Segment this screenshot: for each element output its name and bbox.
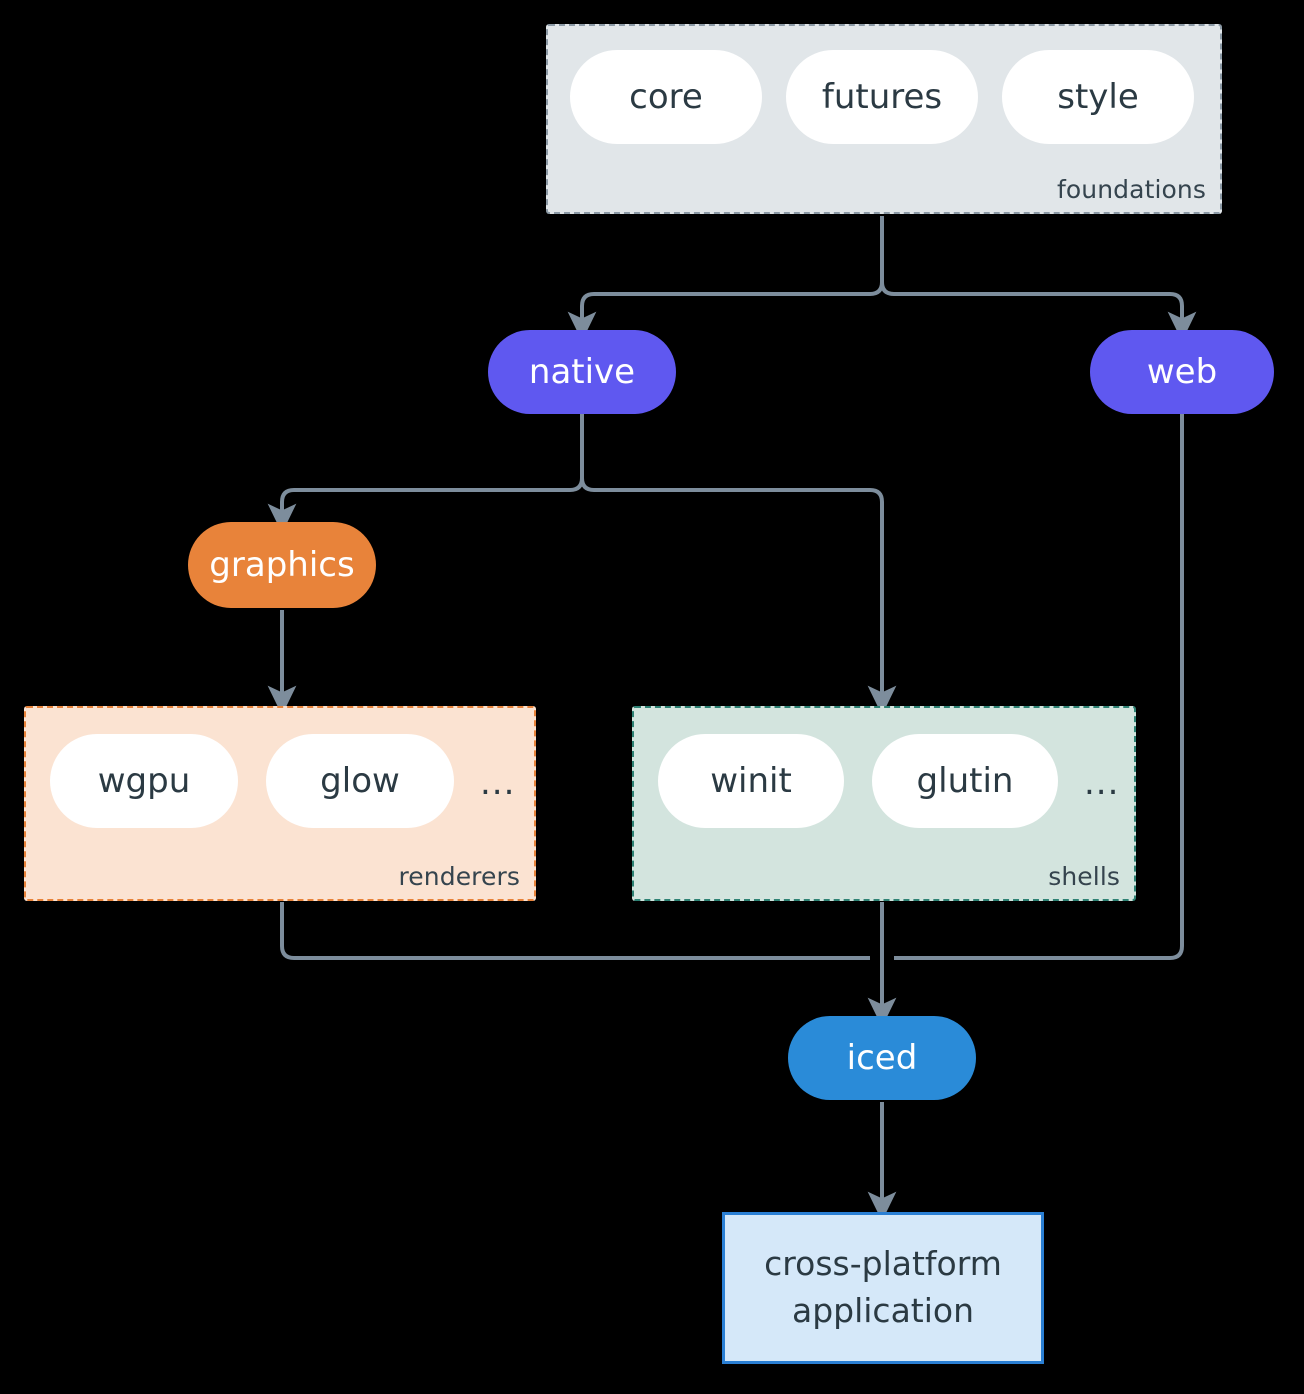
edge-foundations-native: [567, 281, 884, 342]
node-iced[interactable]: iced: [788, 1016, 976, 1100]
edge-native-shells: [580, 477, 897, 716]
node-cross-platform-application[interactable]: cross-platform application: [722, 1212, 1044, 1364]
cluster-label-shells: shells: [1048, 862, 1120, 891]
node-futures[interactable]: futures: [786, 50, 978, 144]
node-wgpu[interactable]: wgpu: [50, 734, 238, 828]
node-style[interactable]: style: [1002, 50, 1194, 144]
node-style-label: style: [1057, 77, 1139, 117]
edge-foundations-web: [880, 281, 1197, 342]
node-graphics-label: graphics: [209, 545, 355, 585]
application-label-line2: application: [791, 1291, 975, 1330]
node-web[interactable]: web: [1090, 330, 1274, 414]
edge-renderers-iced: [280, 902, 870, 960]
node-native[interactable]: native: [488, 330, 676, 414]
application-label-line1: cross-platform: [764, 1244, 1002, 1284]
cluster-label-foundations: foundations: [1057, 175, 1206, 204]
node-core-label: core: [629, 77, 703, 117]
node-graphics[interactable]: graphics: [188, 522, 376, 608]
node-web-label: web: [1146, 352, 1218, 392]
node-glutin-label: glutin: [916, 761, 1014, 801]
node-winit[interactable]: winit: [658, 734, 844, 828]
node-glow[interactable]: glow: [266, 734, 454, 828]
node-glow-label: glow: [320, 761, 400, 801]
node-winit-label: winit: [710, 761, 792, 801]
node-futures-label: futures: [821, 77, 943, 117]
node-core[interactable]: core: [570, 50, 762, 144]
renderers-more-ellipsis: ...: [480, 763, 516, 803]
edge-native-graphics: [267, 477, 584, 534]
cluster-label-renderers: renderers: [398, 862, 520, 891]
shells-more-ellipsis: ...: [1084, 763, 1120, 803]
node-wgpu-label: wgpu: [97, 761, 191, 801]
node-glutin[interactable]: glutin: [872, 734, 1058, 828]
node-iced-label: iced: [846, 1038, 918, 1078]
node-native-label: native: [528, 352, 636, 392]
